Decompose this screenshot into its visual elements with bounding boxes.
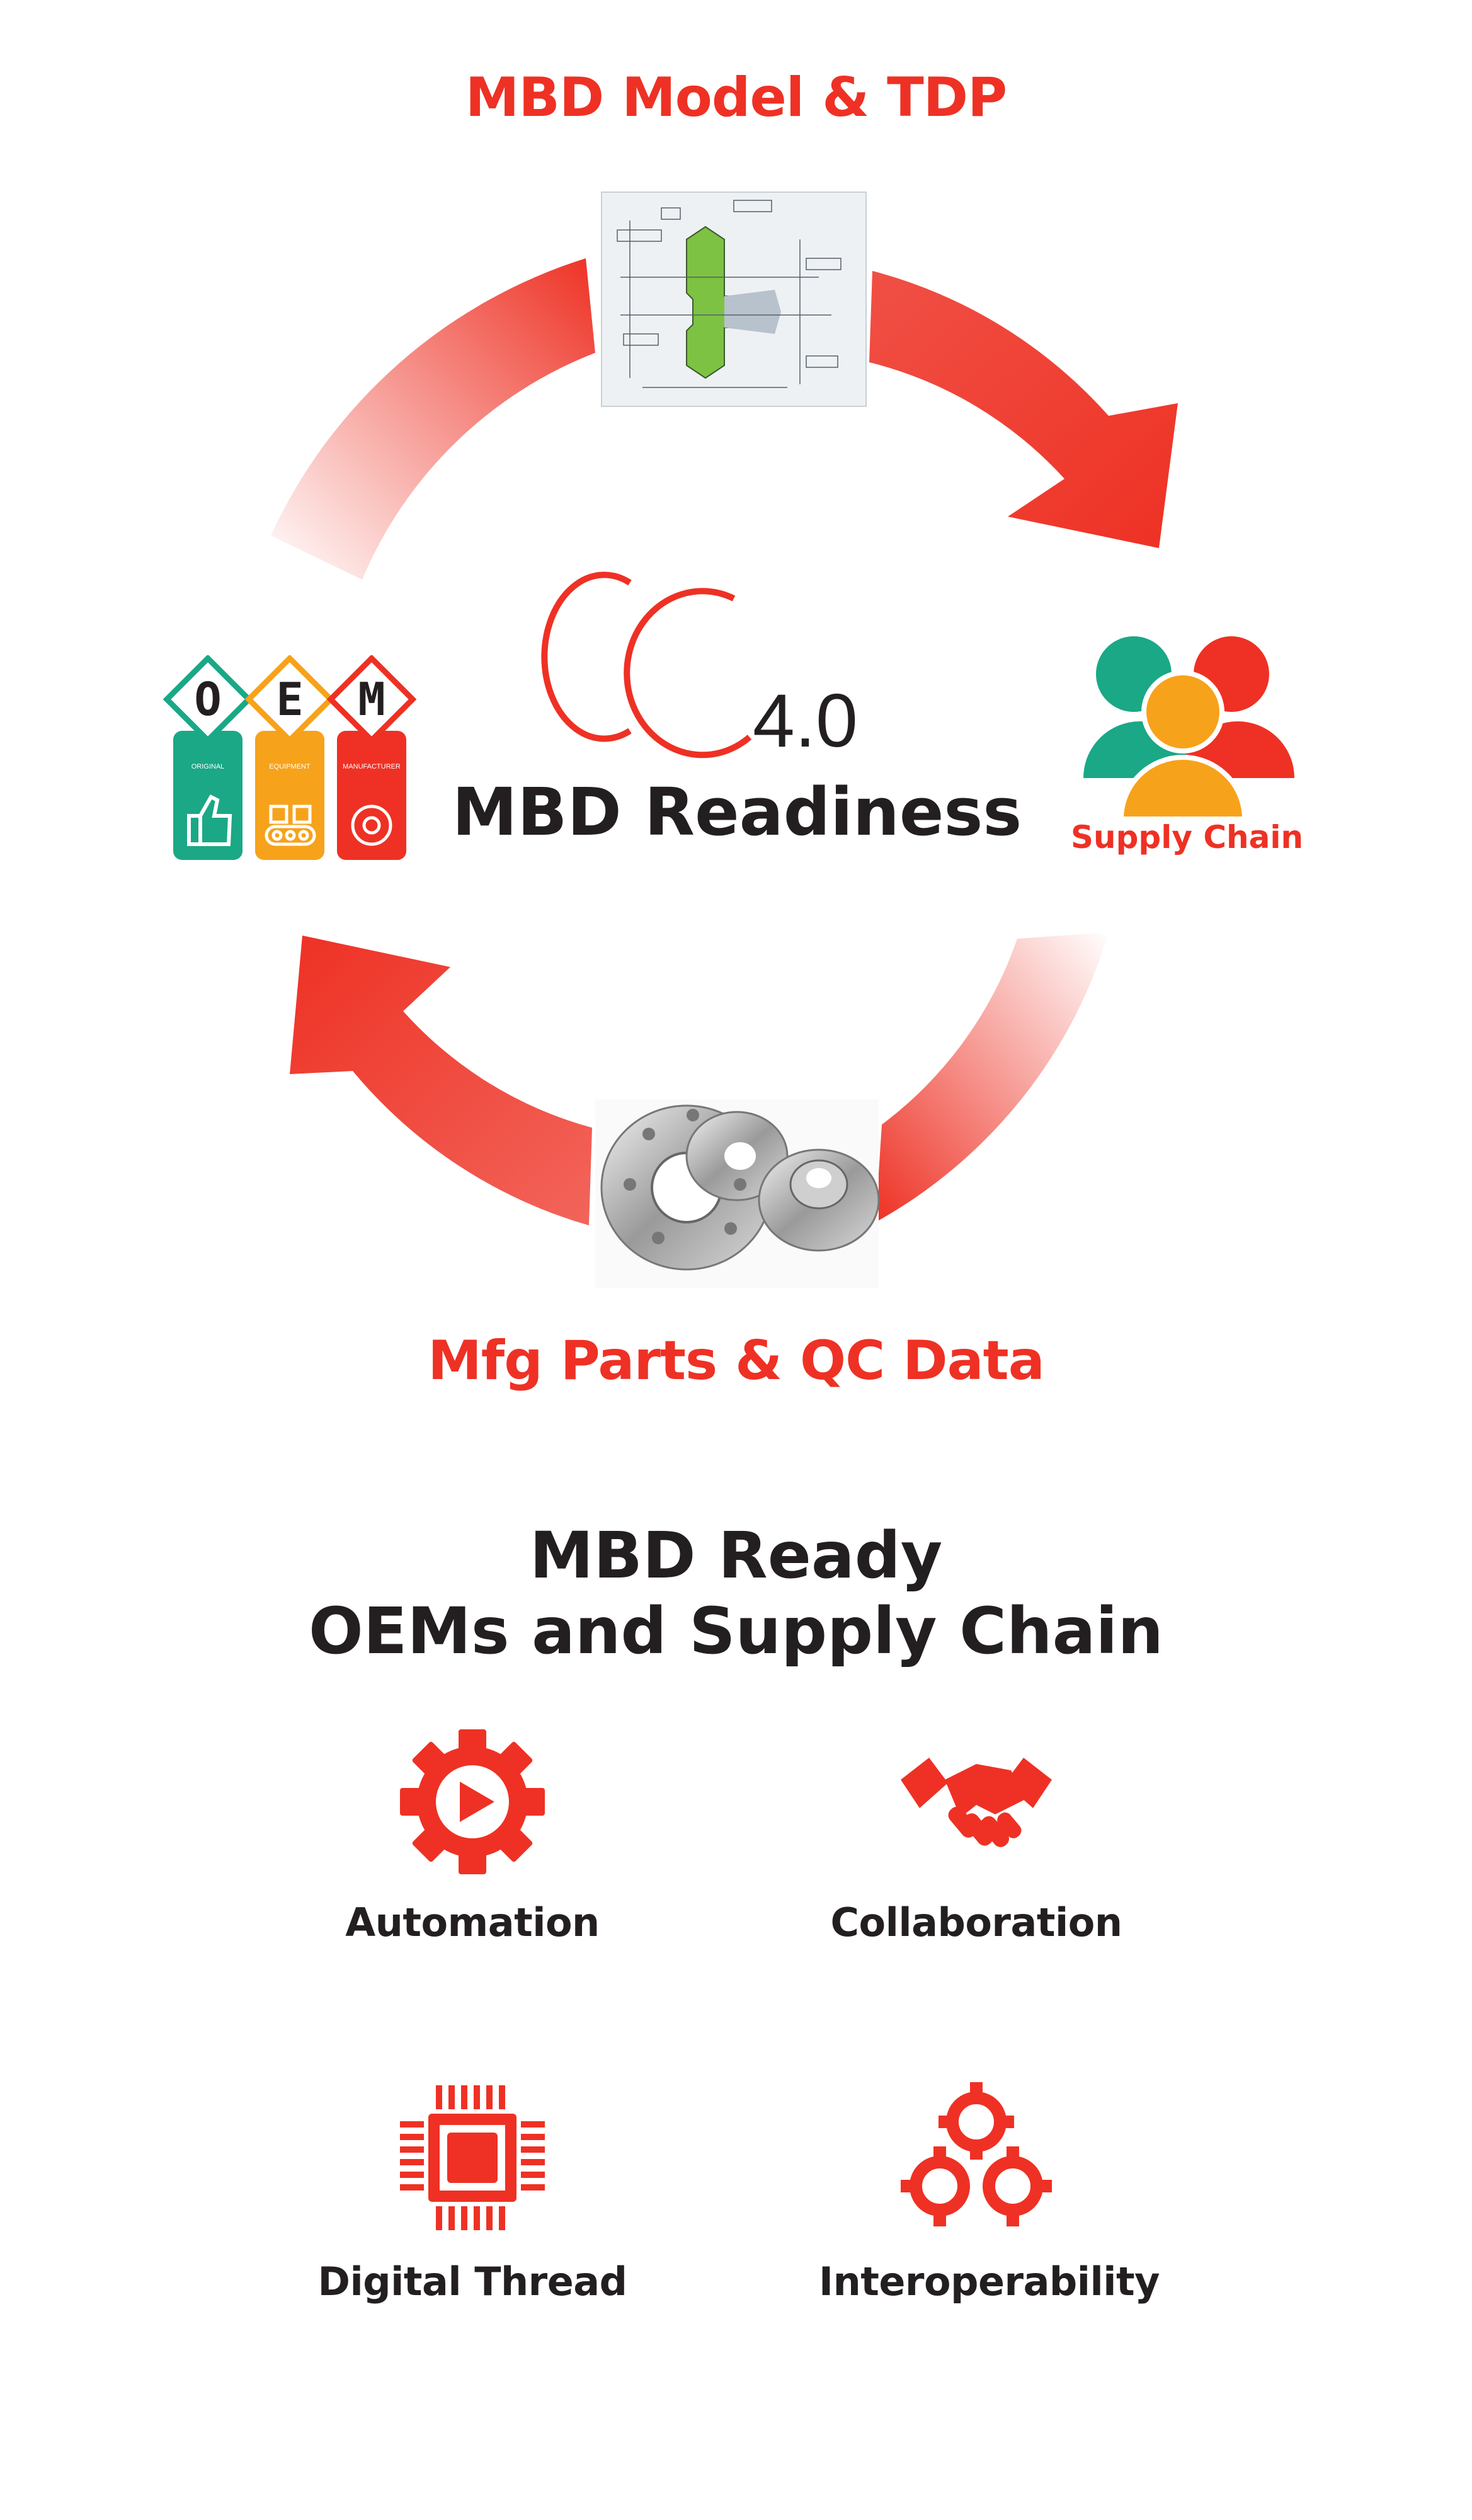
feature-label-automation: Automation [345,1899,600,1945]
handshake-icon [901,1758,1052,1847]
top-label: MBD Model & TDP [465,66,1007,129]
logo-suffix: 4.0 [753,679,858,763]
arrow-top-right [869,271,1178,548]
oem-column-equipment: E EQUIPMENT [244,655,335,860]
oem-column-original: O ORIGINAL [163,655,253,860]
feature-label-interoperability: Interoperability [819,2259,1160,2305]
supply-chain-label: Supply Chain [1071,819,1304,856]
supply-chain-graphic: Supply Chain [1071,630,1310,876]
svg-text:O: O [194,673,221,726]
feature-label-digital-thread: Digital Thread [317,2259,627,2305]
arrow-bottom-left [290,936,592,1225]
tdp-drawing-image [601,192,867,407]
svg-text:ORIGINAL: ORIGINAL [191,763,225,770]
gear-play-icon [400,1729,545,1874]
oem-column-manufacturer: M MANUFACTURER [326,655,417,860]
chip-icon [400,2085,545,2230]
oem-graphic: O ORIGINAL E EQUIPMENT M MANUFACTURER [163,655,417,860]
arc-top-left [271,258,595,580]
cycle-diagram: 4.0 MBD Readiness [271,192,1178,1288]
arc-bottom-right [876,932,1109,1222]
svg-text:MANUFACTURER: MANUFACTURER [343,763,401,770]
svg-text:EQUIPMENT: EQUIPMENT [269,763,311,770]
center-title: MBD Readiness [452,774,1022,850]
section-heading-line2: OEMs and Supply Chain [308,1594,1164,1669]
conveyor-icon [265,805,316,846]
bottom-label: Mfg Parts & QC Data [428,1329,1045,1392]
flanges-image [595,1099,880,1288]
section-heading-line1: MBD Ready [529,1518,943,1593]
svg-text:E: E [276,673,303,726]
svg-text:M: M [358,673,385,726]
people-icon [1083,636,1294,822]
gears-icon [901,2082,1052,2226]
factory-gear-icon [351,805,392,846]
feature-label-collaboration: Collaboration [830,1899,1122,1945]
cc-logo [541,571,752,759]
thumbs-up-icon [187,794,232,846]
